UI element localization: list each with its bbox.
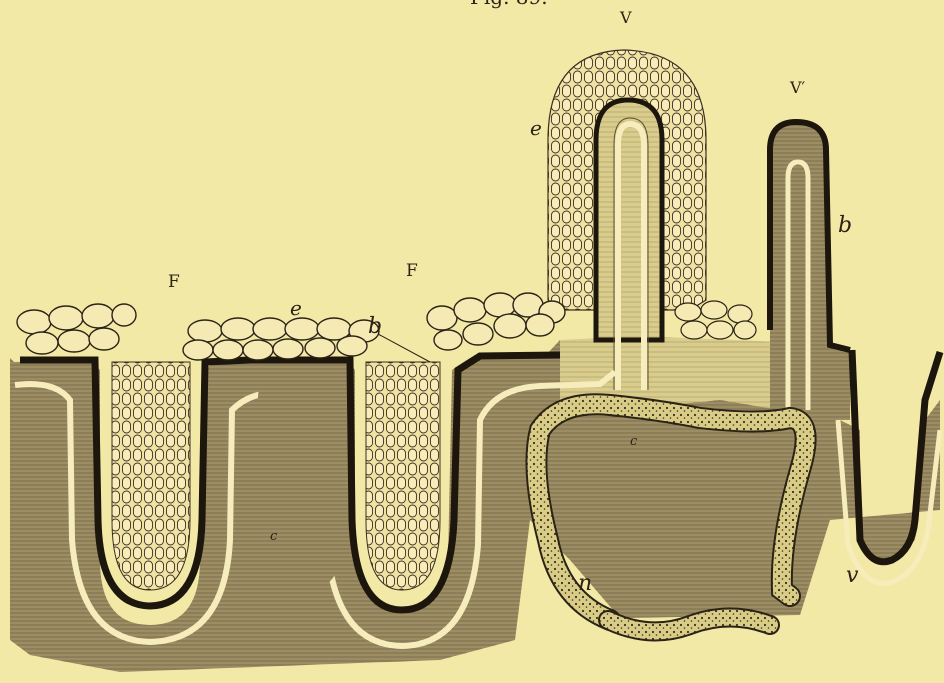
crypt-right-epithelium xyxy=(366,362,440,590)
label-b-right: b xyxy=(838,213,852,238)
surface-cells-centre xyxy=(183,318,379,360)
label-e-top: e xyxy=(290,296,302,320)
figure-number: Fig. 89. xyxy=(470,0,548,9)
label-c-lower: c xyxy=(270,529,278,544)
label-f-right: F xyxy=(406,261,418,281)
crypt-left-epithelium xyxy=(112,362,190,590)
interglandular-core xyxy=(258,380,338,590)
label-n: n xyxy=(578,571,592,596)
label-f-left: F xyxy=(168,272,180,292)
leader-b xyxy=(378,334,430,362)
label-c-upper: c xyxy=(630,434,638,449)
surface-cells-right xyxy=(427,293,565,350)
villus-v-core xyxy=(596,100,662,340)
label-v-prime: V′ xyxy=(789,78,806,97)
label-v: V xyxy=(619,8,632,27)
label-v-lower: v xyxy=(846,563,859,588)
surface-cells-between-villi xyxy=(675,301,756,339)
label-b-left: b xyxy=(368,314,382,339)
label-e-villus: e xyxy=(530,116,542,140)
surface-cells-left xyxy=(17,304,136,354)
